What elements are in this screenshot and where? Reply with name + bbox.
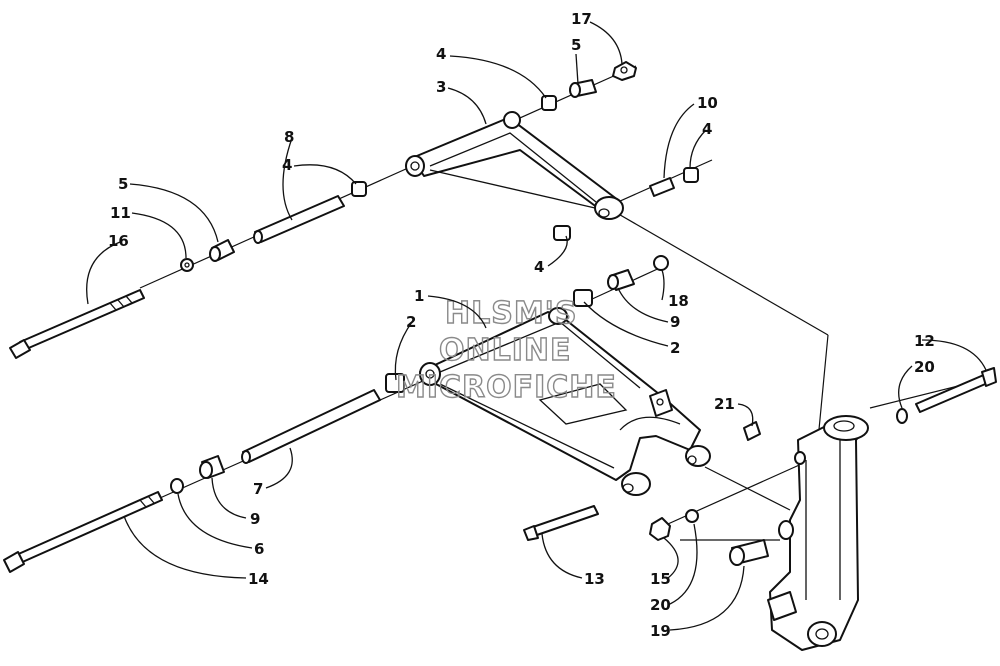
callout-17: 17 (571, 10, 592, 28)
callout-18: 18 (668, 292, 689, 310)
bushing-4-left (351, 181, 367, 197)
callout-2: 2 (670, 339, 680, 357)
callout-4: 4 (282, 156, 292, 174)
nut-18 (653, 255, 669, 271)
watermark-line-3: MICROFICHE (396, 370, 617, 405)
bushing-4-top (541, 95, 557, 111)
callout-2: 2 (406, 313, 416, 331)
callout-labels: 17 5 4 3 10 4 8 4 5 11 16 4 18 1 2 9 2 1… (108, 10, 935, 640)
callout-6: 6 (254, 540, 264, 558)
bolt-13 (529, 505, 599, 537)
callout-9: 9 (670, 313, 680, 331)
spacer-8 (254, 195, 345, 243)
nut-17 (612, 61, 637, 81)
upper-a-arm (405, 111, 624, 220)
nut-15 (649, 517, 671, 541)
washer-20-bottom (685, 509, 699, 523)
washer-20-top (896, 408, 908, 424)
washer-6 (170, 478, 184, 494)
lower-hardware (3, 255, 761, 573)
callout-19: 19 (650, 622, 671, 640)
callout-5: 5 (571, 36, 581, 54)
watermark: HLSM'S ONLINE MICROFICHE (395, 295, 617, 405)
bushing-2-right (573, 289, 593, 307)
callout-20: 20 (914, 358, 935, 376)
bolt-16 (19, 289, 145, 351)
bushing-4-right (683, 167, 699, 183)
leader-lines (86, 21, 987, 631)
callout-1: 1 (414, 287, 424, 305)
bolt-12 (915, 373, 991, 413)
callout-4: 4 (534, 258, 544, 276)
watermark-line-2: ONLINE (439, 333, 572, 368)
callout-3: 3 (436, 78, 446, 96)
callout-16: 16 (108, 232, 129, 250)
callout-11: 11 (110, 204, 131, 222)
lower-a-arm (419, 307, 711, 496)
callout-12: 12 (914, 332, 935, 350)
bushing-4-lower (553, 225, 571, 241)
spacer-7 (242, 389, 381, 463)
callout-4: 4 (702, 120, 712, 138)
spacer-10 (649, 177, 675, 197)
callout-15: 15 (650, 570, 671, 588)
callout-21: 21 (714, 395, 735, 413)
callout-10: 10 (697, 94, 718, 112)
callout-8: 8 (284, 128, 294, 146)
callout-5: 5 (118, 175, 128, 193)
washer-11 (180, 258, 194, 272)
callout-9: 9 (250, 510, 260, 528)
bolt-14 (13, 491, 163, 565)
callout-20: 20 (650, 596, 671, 614)
spindle-knuckle (767, 415, 869, 651)
callout-4: 4 (436, 45, 446, 63)
upper-hardware (9, 61, 699, 359)
watermark-line-1: HLSM'S (445, 296, 577, 331)
callout-14: 14 (248, 570, 269, 588)
callout-13: 13 (584, 570, 605, 588)
spindle-hardware (649, 367, 997, 566)
callout-7: 7 (253, 480, 263, 498)
